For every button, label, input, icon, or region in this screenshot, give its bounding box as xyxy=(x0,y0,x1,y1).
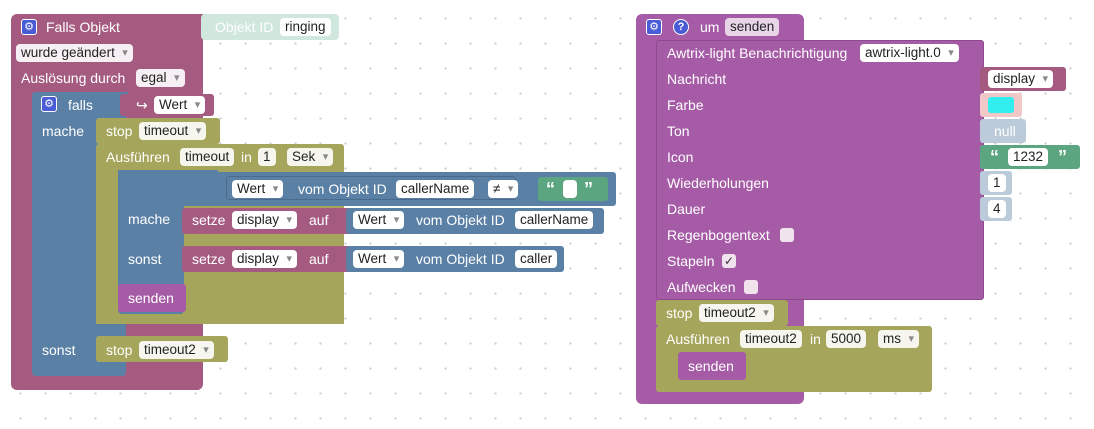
arrow-icon: ↪ xyxy=(136,97,148,113)
if1-sonst-label: sonst xyxy=(42,342,76,358)
quote-open: “ xyxy=(546,179,555,199)
if2-value-dropdown[interactable]: Wert xyxy=(232,180,284,198)
set2-value-dropdown[interactable]: Wert xyxy=(353,250,405,268)
awtrix-title: Awtrix-light Benachrichtigung xyxy=(667,45,848,61)
row-nachricht: Nachricht xyxy=(667,71,727,87)
call-senden-label-2: senden xyxy=(688,358,734,374)
set1-auf-label: auf xyxy=(309,212,329,228)
set1-label: setze xyxy=(192,212,226,228)
ton-input-block[interactable] xyxy=(980,119,1026,143)
stop-timeout-dropdown[interactable]: timeout xyxy=(139,122,207,140)
stop3-label: stop xyxy=(666,305,693,321)
set2-auf-label: auf xyxy=(309,251,329,267)
farbe-swatch[interactable] xyxy=(988,97,1014,113)
quote-open: “ xyxy=(990,147,999,167)
stop-label: stop xyxy=(106,123,133,139)
set1-from-label: vom Objekt ID xyxy=(416,212,505,228)
timeout-amount[interactable]: 1 xyxy=(258,148,276,166)
row-dauer: Dauer xyxy=(667,201,706,217)
set2-label: setze xyxy=(192,251,226,267)
stapeln-checkbox[interactable]: ✓ xyxy=(722,254,736,268)
set2-object-id[interactable]: caller xyxy=(515,250,558,268)
set1-value-dropdown[interactable]: Wert xyxy=(353,211,405,229)
if2-operator-dropdown[interactable]: ≠ xyxy=(488,180,519,198)
awtrix-notification-block[interactable] xyxy=(656,40,984,300)
row-stapeln: Stapeln xyxy=(667,253,715,269)
awtrix-instance-dropdown[interactable]: awtrix-light.0 xyxy=(860,44,959,62)
row-aufwecken: Aufwecken xyxy=(667,279,736,295)
gear-icon[interactable]: ⚙ xyxy=(646,19,662,35)
timeout2-unit-dropdown[interactable]: ms xyxy=(878,330,919,348)
row-regenbogen: Regenbogentext xyxy=(667,227,770,243)
trigger-dropdown[interactable]: egal xyxy=(136,69,185,87)
dauer-value[interactable]: 4 xyxy=(988,200,1006,218)
row-ton: Ton xyxy=(667,123,690,139)
event-block-header-tail xyxy=(193,14,203,40)
if2-sonst-label: sonst xyxy=(128,251,162,267)
set2-from-label: vom Objekt ID xyxy=(416,251,505,267)
stop-timeout2-dropdown[interactable]: timeout2 xyxy=(139,341,214,359)
set1-object-id[interactable]: callerName xyxy=(515,211,594,229)
timeout-unit-dropdown[interactable]: Sek xyxy=(287,148,334,166)
object-id-label: Objekt ID xyxy=(215,19,274,35)
timeout-block-left-bar xyxy=(96,170,118,324)
if1-falls-label: falls xyxy=(68,97,93,113)
function-prefix: um xyxy=(700,19,720,35)
set1-var-dropdown[interactable]: display xyxy=(232,211,298,229)
timeout-block-bottom-cover xyxy=(108,314,344,324)
event-title: Falls Objekt xyxy=(46,19,120,35)
object-id-value[interactable]: ringing xyxy=(280,18,331,36)
gear-icon[interactable]: ⚙ xyxy=(21,19,37,35)
ton-value: null xyxy=(994,123,1016,139)
if2-from-label: vom Objekt ID xyxy=(298,181,387,197)
icon-text-input[interactable]: 1232 xyxy=(1008,148,1049,166)
if1-mache-label: mache xyxy=(42,123,85,139)
if2-mache-label: mache xyxy=(128,211,171,227)
quote-close: ” xyxy=(1058,147,1067,167)
row-farbe: Farbe xyxy=(667,97,704,113)
if1-condition-dropdown[interactable]: Wert xyxy=(154,96,206,114)
regenbogen-checkbox[interactable] xyxy=(780,228,794,242)
if2-header xyxy=(118,170,218,206)
gear-icon[interactable]: ⚙ xyxy=(41,96,57,112)
row-wiederholungen: Wiederholungen xyxy=(667,175,769,191)
aufwecken-checkbox[interactable] xyxy=(744,280,758,294)
set2-var-dropdown[interactable]: display xyxy=(232,250,298,268)
timeout2-amount[interactable]: 5000 xyxy=(826,330,867,348)
help-icon[interactable]: ? xyxy=(673,19,689,35)
call-senden-block-1[interactable] xyxy=(118,284,186,312)
call-senden-label-1: senden xyxy=(128,290,174,306)
if2-text-input[interactable] xyxy=(563,180,577,198)
timeout2-in-label: in xyxy=(810,331,821,347)
if2-object-id[interactable]: callerName xyxy=(396,180,475,198)
timeout2-name[interactable]: timeout2 xyxy=(740,330,802,348)
timeout2-label: Ausführen xyxy=(666,331,730,347)
call-senden-block-2[interactable] xyxy=(678,352,746,380)
trigger-label: Auslösung durch xyxy=(21,70,126,86)
stop3-dropdown[interactable]: timeout2 xyxy=(699,304,774,322)
wiederholungen-value[interactable]: 1 xyxy=(988,174,1006,192)
quote-close: ” xyxy=(584,179,593,199)
row-icon: Icon xyxy=(667,149,694,165)
timeout-name[interactable]: timeout xyxy=(180,148,235,166)
nachricht-dropdown[interactable]: display xyxy=(988,70,1054,88)
change-dropdown[interactable]: wurde geändert xyxy=(16,44,133,62)
function-name[interactable]: senden xyxy=(725,18,780,36)
timeout-label: Ausführen xyxy=(106,149,170,165)
stop2-label: stop xyxy=(106,342,133,358)
timeout-in-label: in xyxy=(241,149,252,165)
